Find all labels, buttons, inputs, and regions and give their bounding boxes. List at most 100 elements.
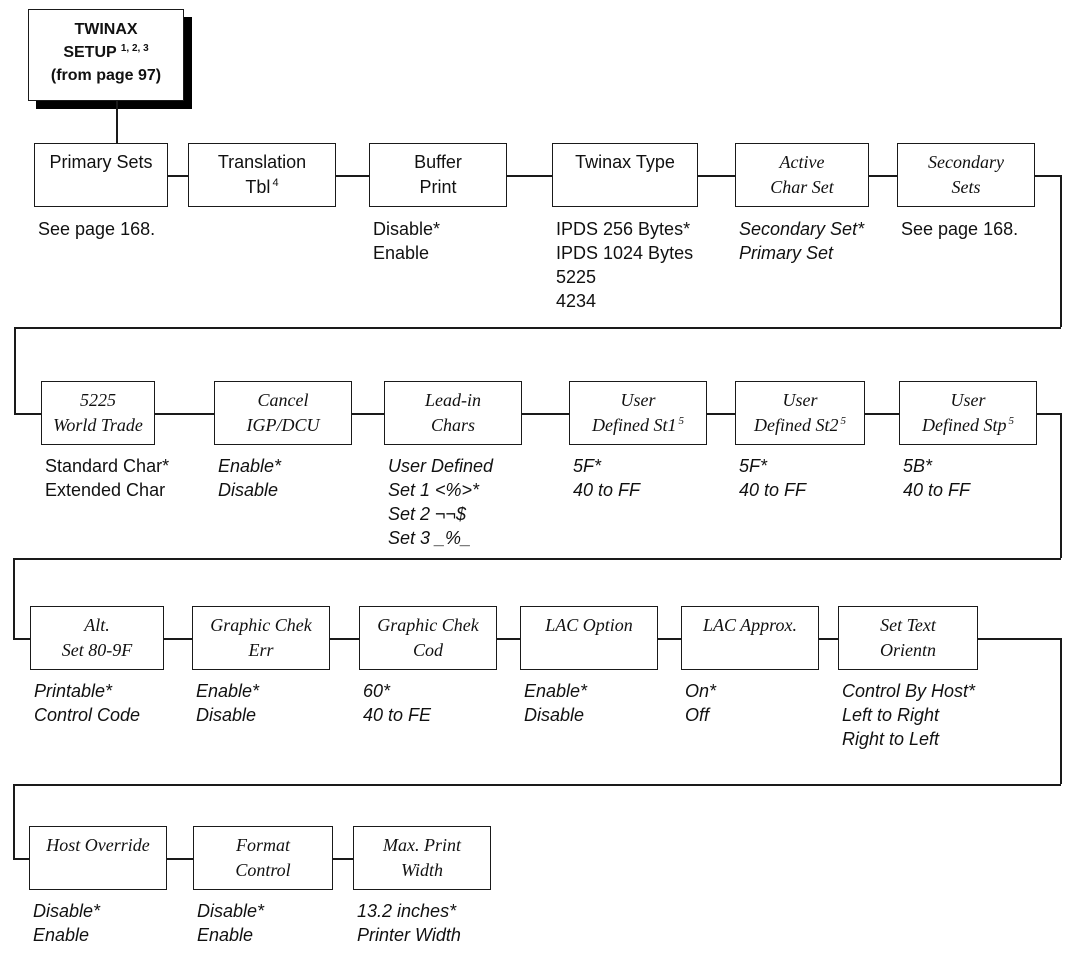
- option-item: 4234: [556, 291, 597, 311]
- option-item: Enable: [373, 243, 430, 263]
- option-item: 40 to FF: [903, 480, 971, 500]
- menu-label-line: Print: [419, 175, 456, 200]
- option-list: Disable*Enable: [197, 899, 264, 947]
- footnote-marker: 5: [1008, 415, 1014, 427]
- menu-label: Secondary: [928, 152, 1004, 172]
- option-list: 5F*40 to FF: [739, 454, 806, 502]
- option-item: IPDS 1024 Bytes: [556, 243, 694, 263]
- menu-label-line: Graphic Chek: [210, 613, 311, 638]
- menu-label: Char Set: [770, 177, 834, 197]
- menu-label: Max. Print: [383, 835, 461, 855]
- option-item: 60*: [363, 681, 391, 701]
- menu-label: Format: [236, 835, 290, 855]
- option-item: 40 to FE: [363, 705, 432, 725]
- option-list: See page 168.: [901, 217, 1018, 241]
- menu-label: User: [782, 390, 818, 410]
- option-item: Extended Char: [45, 480, 166, 500]
- root-box: TWINAX SETUP 1, 2, 3 (from page 97): [28, 9, 184, 101]
- option-list: Standard Char*Extended Char: [45, 454, 169, 502]
- footnote-marker: 5: [840, 415, 846, 427]
- option-item: Printable*: [34, 681, 113, 701]
- menu-label-line: Cod: [413, 638, 443, 663]
- menu-label: Twinax Type: [575, 152, 675, 172]
- menu-label: Alt.: [84, 615, 110, 635]
- menu-label: User: [620, 390, 656, 410]
- menu-label-line: Primary Sets: [49, 150, 152, 175]
- option-item: Enable*: [524, 681, 588, 701]
- menu-label: Orientn: [880, 640, 936, 660]
- menu-label: Set Text: [880, 615, 936, 635]
- menu-label: Print: [419, 177, 457, 197]
- menu-label: Control: [235, 860, 291, 880]
- option-item: Enable: [33, 925, 90, 945]
- option-item: On*: [685, 681, 717, 701]
- option-list: Enable* Disable: [524, 679, 587, 727]
- option-item: 5F*: [573, 456, 602, 476]
- menu-label-line: Alt.: [84, 613, 110, 638]
- menu-label: Defined Stp: [922, 415, 1007, 435]
- menu-label-line: Cancel: [258, 388, 309, 413]
- wrap-connector: [13, 558, 15, 638]
- menu-label-line: Sets: [952, 175, 981, 200]
- option-list: Printable*Control Code: [34, 679, 140, 727]
- wrap-connector: [13, 858, 29, 860]
- wrap-connector: [13, 784, 1061, 786]
- option-list: 5B*40 to FF: [903, 454, 970, 502]
- root-title-line2: SETUP 1, 2, 3: [63, 43, 149, 62]
- menu-label-line: User: [783, 388, 818, 413]
- box-connector: [330, 638, 359, 640]
- menu-label: Host Override: [46, 835, 150, 855]
- footnote-marker: 4: [272, 177, 279, 189]
- menu-label-line: 5225: [80, 388, 116, 413]
- menu-label-line: Twinax Type: [575, 150, 675, 175]
- menu-label: Active: [779, 152, 825, 172]
- menu-label: Primary Sets: [49, 152, 153, 172]
- menu-label: Defined St2: [754, 415, 839, 435]
- wrap-connector: [978, 638, 1060, 640]
- menu-label-line: Lead-in: [425, 388, 481, 413]
- menu-label: Buffer: [414, 152, 462, 172]
- menu-label: World Trade: [53, 415, 143, 435]
- box-connector: [707, 413, 735, 415]
- menu-label: Lead-in: [425, 390, 481, 410]
- menu-label: Cod: [412, 640, 443, 660]
- option-item: Primary Set: [739, 243, 834, 263]
- option-item: 40 to FF: [739, 480, 807, 500]
- option-item: Disable: [524, 705, 585, 725]
- option-item: See page 168.: [901, 219, 1019, 239]
- box-connector: [352, 413, 384, 415]
- option-item: Disable: [196, 705, 257, 725]
- menu-label-line: Char Set: [770, 175, 834, 200]
- menu-label-line: Active: [780, 150, 825, 175]
- wrap-connector: [13, 784, 15, 858]
- menu-label-line: Control: [235, 858, 290, 883]
- option-item: Control By Host*: [842, 681, 976, 701]
- menu-label-line: Orientn: [880, 638, 936, 663]
- wrap-connector: [14, 327, 1061, 329]
- wrap-connector: [13, 558, 1061, 560]
- menu-label-line: Format: [236, 833, 290, 858]
- option-item: Disable*: [33, 901, 101, 921]
- menu-label-line: IGP/DCU: [247, 413, 320, 438]
- box-connector: [522, 413, 569, 415]
- box-connector: [865, 413, 899, 415]
- menu-label: User: [950, 390, 986, 410]
- option-item: Left to Right: [842, 705, 940, 725]
- menu-label: Graphic Chek: [210, 615, 312, 635]
- option-item: Secondary Set*: [739, 219, 865, 239]
- option-item: See page 168.: [38, 219, 156, 239]
- menu-label: Tbl: [245, 177, 271, 197]
- option-item: User Defined: [388, 456, 494, 476]
- menu-label: Graphic Chek: [377, 615, 479, 635]
- option-item: Disable: [218, 480, 279, 500]
- box-connector: [168, 175, 188, 177]
